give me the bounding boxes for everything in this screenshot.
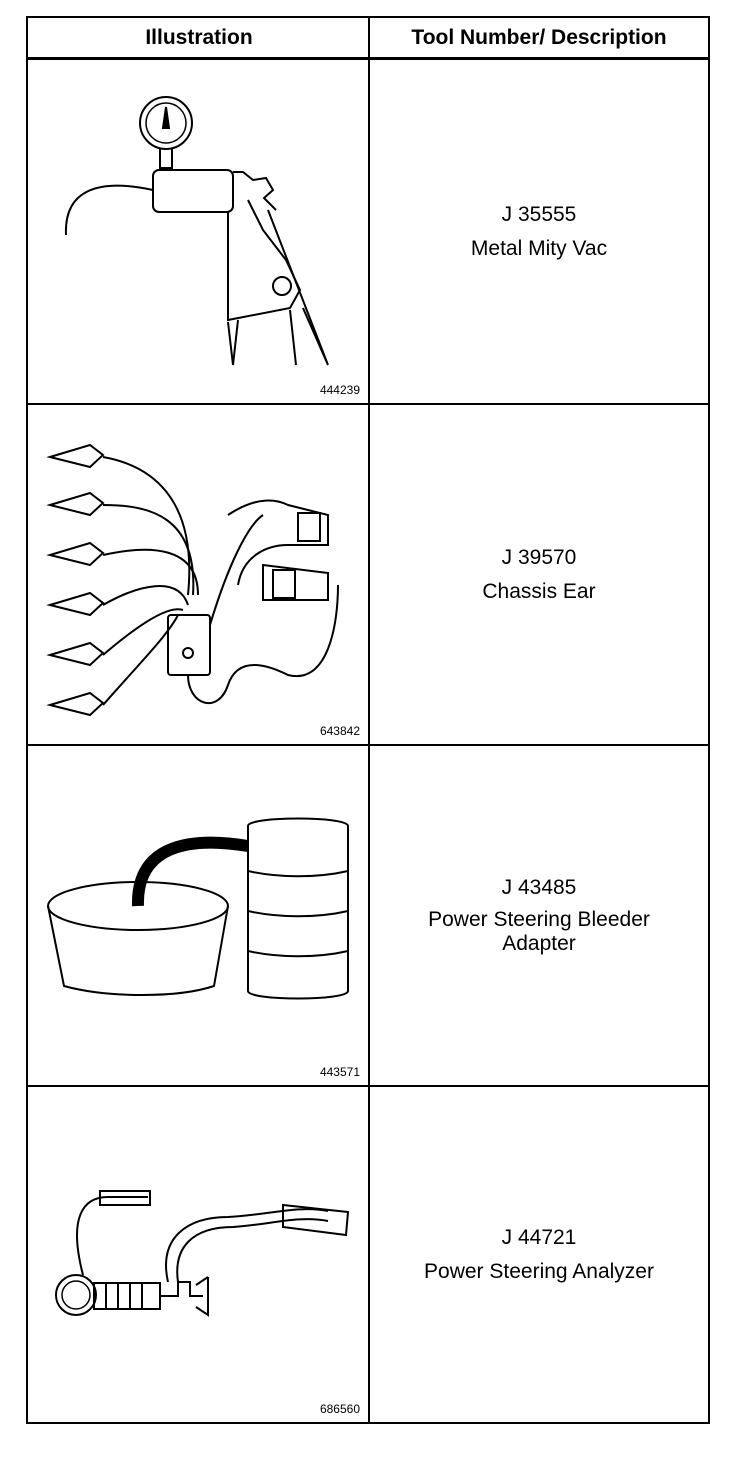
illustration-cell: 686560 [28, 1087, 368, 1422]
steering-analyzer-icon [55, 1190, 350, 1317]
tool-description: Power Steering Bleeder [428, 907, 650, 931]
figure-number: 443571 [319, 1065, 360, 1079]
description-cell: J 44721 Power Steering Analyzer [370, 1087, 708, 1422]
vacuum-pump-icon [64, 96, 329, 366]
tool-table: Illustration Tool Number/ Description [26, 16, 710, 1424]
tool-description: Power Steering Analyzer [424, 1259, 654, 1283]
tool-number: J 44721 [501, 1225, 577, 1249]
figure-number: 643842 [319, 724, 360, 738]
figure-number: 444239 [319, 383, 360, 397]
header-illustration: Illustration [145, 26, 253, 49]
description-cell: J 39570 Chassis Ear [370, 405, 708, 744]
table-row: 643842 J 39570 Chassis Ear [28, 405, 708, 746]
illustration-cell: 643842 [28, 405, 368, 744]
tool-description: Chassis Ear [482, 579, 596, 603]
chassis-ear-icon [46, 443, 339, 717]
bleeder-adapter-icon [47, 817, 349, 1000]
table-row: 686560 J 44721 Power Steering Analyzer [28, 1087, 708, 1422]
table-row: 443571 J 43485 Power Steering Bleeder Ad… [28, 746, 708, 1087]
header-tool-description: Tool Number/ Description [411, 26, 667, 49]
table-row: 444239 J 35555 Metal Mity Vac [28, 60, 708, 405]
column-divider [368, 18, 370, 1422]
description-cell: J 43485 Power Steering Bleeder Adapter [370, 746, 708, 1085]
description-cell: J 35555 Metal Mity Vac [370, 60, 708, 403]
tool-description-line-2: Adapter [502, 931, 576, 955]
figure-number: 686560 [319, 1402, 360, 1416]
tool-description: Metal Mity Vac [470, 236, 608, 260]
illustration-cell: 443571 [28, 746, 368, 1085]
tool-number: J 39570 [501, 545, 577, 569]
tool-number: J 35555 [501, 202, 577, 226]
tool-number: J 43485 [501, 875, 577, 899]
illustration-cell: 444239 [28, 60, 368, 403]
